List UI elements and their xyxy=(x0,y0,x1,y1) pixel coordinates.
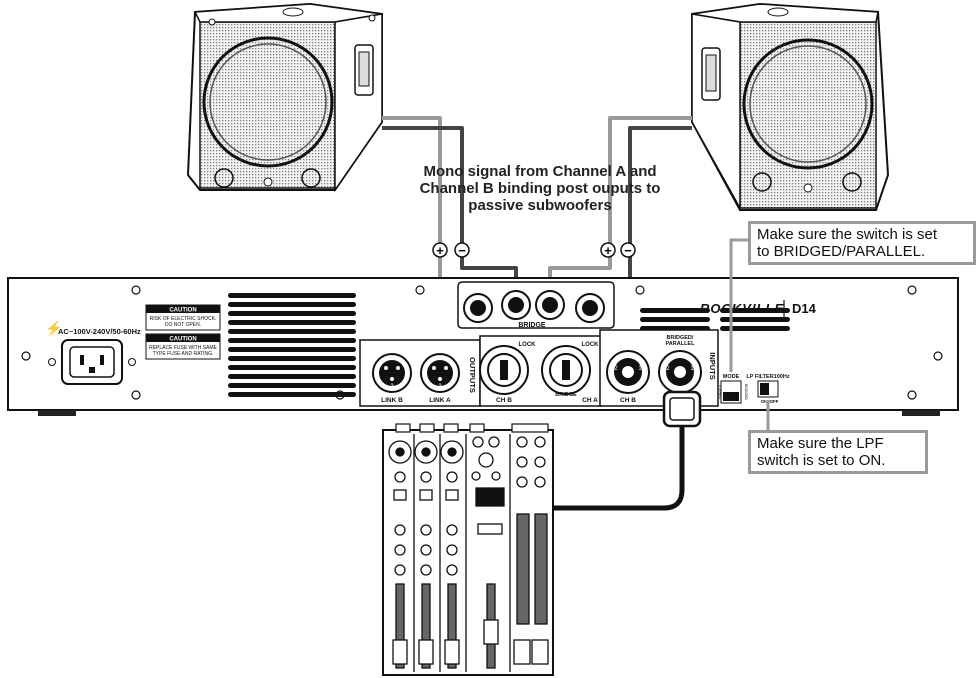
svg-text:TYPE FUSE AND RATING.: TYPE FUSE AND RATING. xyxy=(153,351,214,357)
svg-text:DO NOT OPEN.: DO NOT OPEN. xyxy=(165,322,201,328)
bridge-callout-line-2: to BRIDGED/PARALLEL. xyxy=(757,243,926,260)
svg-text:+: + xyxy=(436,243,444,258)
svg-text:1: 1 xyxy=(638,366,642,372)
model-label: D14 xyxy=(792,301,817,316)
svg-text:−: − xyxy=(624,243,632,258)
svg-text:RISK OF ELECTRIC SHOCK.: RISK OF ELECTRIC SHOCK. xyxy=(150,316,217,322)
svg-text:⚡: ⚡ xyxy=(45,320,62,337)
outputs-block: 3 LINK B 3 LINK A OUTPUTS xyxy=(359,339,481,407)
bridge-callout-leader xyxy=(729,238,748,372)
svg-text:−: − xyxy=(458,243,466,258)
lpf-switch: LP FILTER100Hz ON OFF xyxy=(746,374,789,404)
right-subwoofer xyxy=(691,2,890,211)
svg-text:MODE: MODE xyxy=(723,374,740,380)
svg-text:PARALLEL: PARALLEL xyxy=(666,341,696,347)
svg-text:BRIDGE: BRIDGE xyxy=(555,392,577,398)
svg-text:LOCK: LOCK xyxy=(582,342,600,348)
svg-text:3: 3 xyxy=(390,384,394,390)
lpf-callout-line-1: Make sure the LPF xyxy=(757,435,884,452)
svg-text:BRIDGE: BRIDGE xyxy=(518,322,546,329)
svg-text:CH A: CH A xyxy=(582,397,598,404)
inputs-block: 2 1 CH B BRIDGED/ PARALLEL 2 1 INPUTS xyxy=(599,329,719,407)
brand-logo: ROCKVILLE xyxy=(700,301,784,316)
svg-text:INPUTS: INPUTS xyxy=(708,352,717,380)
lpf-callout-line-2: switch is set to ON. xyxy=(757,452,886,469)
binding-posts: BRIDGE xyxy=(457,281,615,329)
input-cable xyxy=(550,390,702,511)
bridge-callout-line-1: Make sure the switch is set xyxy=(757,226,938,243)
left-subwoofer xyxy=(186,2,383,193)
headline-line-2: Channel B binding post ouputs to xyxy=(419,180,661,197)
svg-text:+: + xyxy=(604,243,612,258)
headline-line-1: Mono signal from Channel A and xyxy=(423,163,657,180)
svg-text:2: 2 xyxy=(666,366,670,372)
power-label: AC~100V-240V/50-60Hz xyxy=(58,327,141,336)
mixer-channel-strips xyxy=(388,434,549,672)
headline-line-3: passive subwoofers xyxy=(468,197,612,214)
svg-text:LOCK: LOCK xyxy=(519,342,537,348)
svg-text:CAUTION: CAUTION xyxy=(169,337,196,343)
speakon-block: CH B LOCK LOCK BRIDGE CH A xyxy=(479,335,603,407)
mixer xyxy=(382,423,554,676)
svg-text:ON: ON xyxy=(761,399,768,404)
svg-text:LINK B: LINK B xyxy=(381,397,403,404)
bridge-mode-callout: Make sure the switch is set to BRIDGED/P… xyxy=(748,221,976,265)
svg-text:STEREO: STEREO xyxy=(718,385,722,400)
svg-text:LINK A: LINK A xyxy=(429,397,451,404)
svg-text:2: 2 xyxy=(614,366,618,372)
svg-text:OUTPUTS: OUTPUTS xyxy=(468,357,477,393)
svg-text:BRIDGED/: BRIDGED/ xyxy=(667,335,694,341)
diagram-headline: Mono signal from Channel A and Channel B… xyxy=(395,163,685,214)
svg-text:CH B: CH B xyxy=(496,397,512,404)
svg-text:REPLACE FUSE WITH SAME: REPLACE FUSE WITH SAME xyxy=(149,345,217,351)
svg-text:LP FILTER100Hz: LP FILTER100Hz xyxy=(746,374,789,380)
mode-switch: MODE STEREO BRIDGED xyxy=(718,374,748,404)
lpf-callout: Make sure the LPF switch is set to ON. xyxy=(748,430,928,474)
amplifier-rear-panel: ⚡ AC~100V-240V/50-60Hz CAUTION RISK OF E… xyxy=(7,277,959,416)
svg-text:BRIDGED: BRIDGED xyxy=(744,384,748,400)
svg-text:OFF: OFF xyxy=(770,399,779,404)
svg-text:CH B: CH B xyxy=(620,397,636,404)
svg-text:CAUTION: CAUTION xyxy=(169,308,196,314)
svg-text:3: 3 xyxy=(438,384,442,390)
caution-labels: CAUTION RISK OF ELECTRIC SHOCK. DO NOT O… xyxy=(145,304,221,360)
power-section: ⚡ AC~100V-240V/50-60Hz xyxy=(45,320,141,385)
svg-text:1: 1 xyxy=(690,366,694,372)
polarity-markers: + − + − xyxy=(432,242,636,258)
cooling-vents xyxy=(228,293,790,397)
